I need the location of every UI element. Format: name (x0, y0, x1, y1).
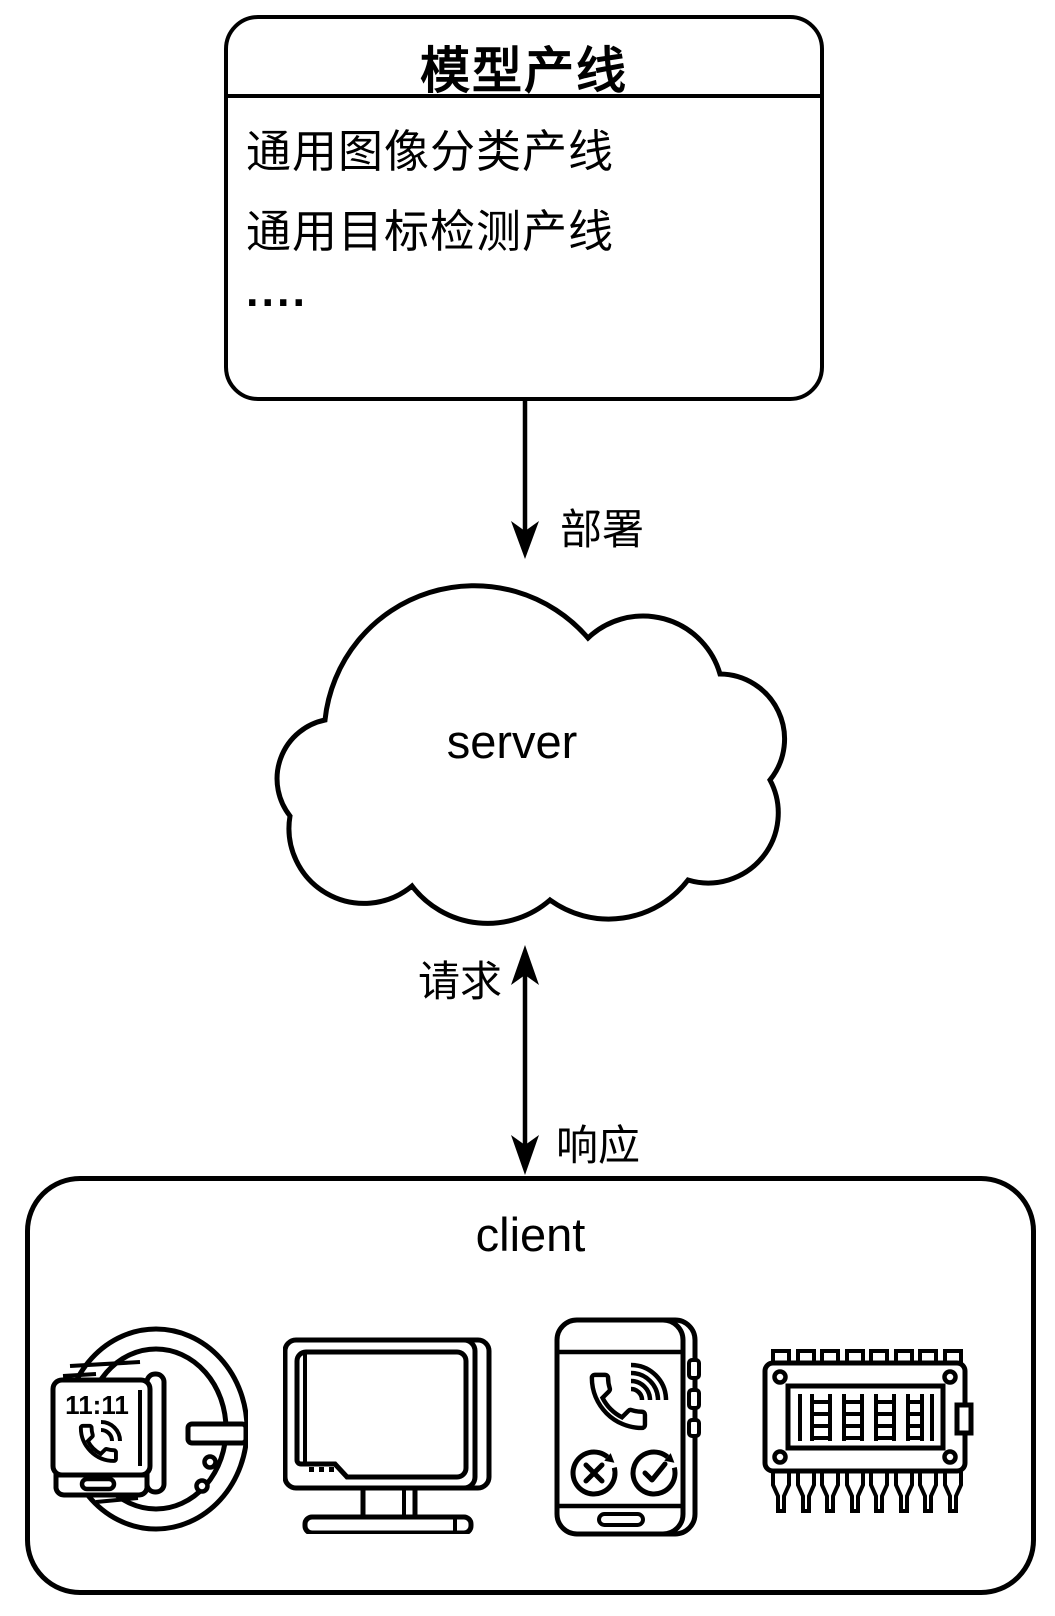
watch-time-text: 11:11 (65, 1390, 129, 1420)
phone-side-button (687, 1388, 701, 1410)
chip-circuit-pattern (798, 1394, 934, 1441)
monitor-stand (360, 1483, 418, 1522)
pipeline-item-object-detection: 通用目标检测产线 (246, 206, 615, 257)
monitor-screen (294, 1349, 469, 1480)
smartphone-icon (554, 1317, 701, 1537)
watch-call-icon (78, 1420, 122, 1463)
phone-accept-icon (630, 1449, 678, 1497)
response-arrow-label: 响应 (556, 1122, 641, 1169)
phone-call-icon (589, 1362, 669, 1431)
smartwatch-icon: 11:11 (50, 1326, 248, 1532)
pipeline-box-title: 模型产线 (420, 43, 628, 99)
client-box-title: client (475, 1208, 586, 1261)
phone-home-button (597, 1512, 645, 1527)
deploy-arrow (511, 401, 539, 559)
request-response-arrow (511, 945, 539, 1175)
monitor-icon (283, 1337, 492, 1534)
model-pipeline-box: 模型产线 通用图像分类产线 通用目标检测产线 .... (224, 15, 824, 401)
monitor-base (302, 1514, 474, 1534)
pipeline-item-ellipsis: .... (246, 265, 309, 316)
phone-side-button (687, 1418, 701, 1438)
pipeline-item-image-classification: 通用图像分类产线 (246, 126, 615, 177)
watch-crown-button (185, 1421, 248, 1446)
request-arrow-label: 请求 (418, 958, 503, 1005)
phone-decline-icon (570, 1449, 618, 1497)
server-cloud (274, 583, 788, 926)
chip-bottom-pins (771, 1467, 963, 1513)
chip-icon (762, 1349, 974, 1513)
chip-notch (954, 1402, 974, 1436)
pipeline-title-divider (228, 94, 820, 98)
deploy-arrow-label: 部署 (560, 506, 645, 553)
server-label: server (446, 715, 578, 768)
phone-side-button (687, 1358, 701, 1380)
